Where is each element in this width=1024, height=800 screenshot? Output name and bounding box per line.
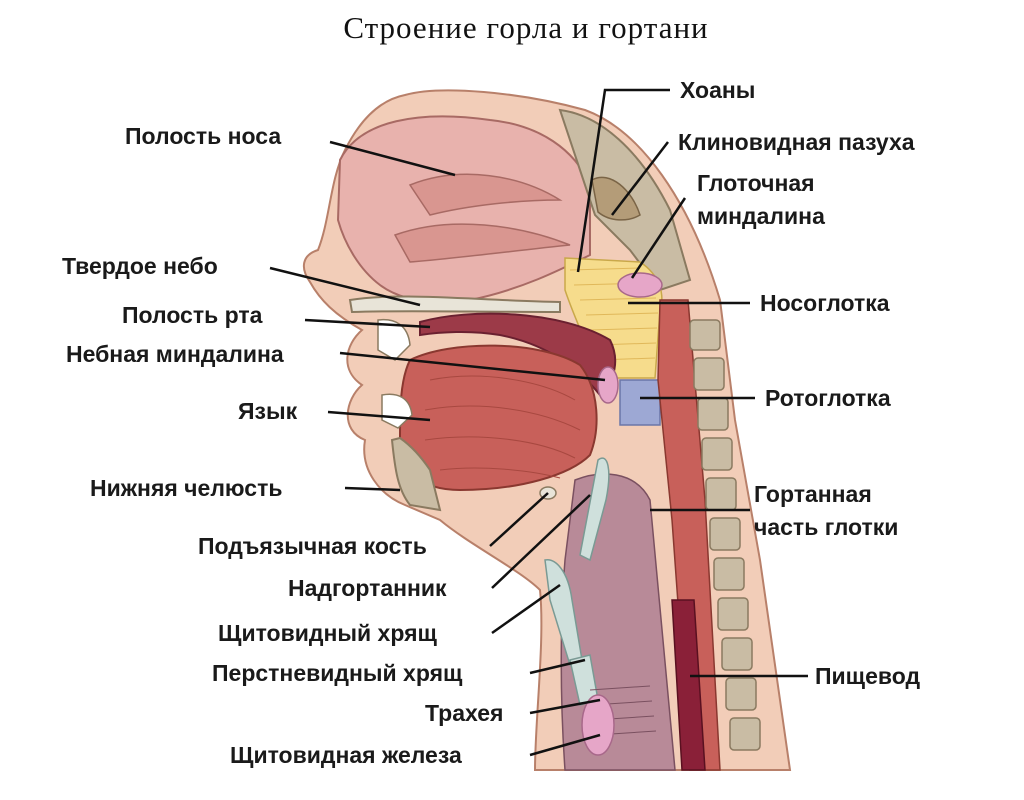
upper-teeth [377,318,411,361]
label-thyroid-cartilage: Щитовидный хрящ [218,620,437,646]
nasal-concha [393,223,571,263]
label-laryngopharynx-line1: Гортанная [754,481,872,507]
pharyngeal-tonsil-shape [617,272,663,298]
palatine-tonsil-shape [597,366,619,404]
nasal-cavity-shape [336,115,591,303]
label-oropharynx: Ротоглотка [765,385,891,411]
spine-vertebrae [689,319,761,751]
label-hard-palate: Твердое небо [62,253,218,279]
label-pharyngeal-tonsil-line2: миндалина [697,203,825,229]
label-pharyngeal-tonsil-line1: Глоточная [697,170,815,196]
label-laryngopharynx-line2: часть глотки [754,514,899,540]
esophagus-shape [671,599,706,771]
thyroid-gland-shape [581,694,615,756]
nasal-concha [408,173,563,216]
label-epiglottis: Надгортанник [288,575,447,601]
leader-lines [269,88,808,757]
label-hyoid-bone: Подъязычная кость [198,533,427,559]
label-trachea: Трахея [425,700,504,726]
oropharynx-zone [619,379,661,426]
mandible-bone [390,436,442,512]
epiglottis-shape [579,457,610,562]
label-choanae: Хоаны [680,77,756,103]
label-nasopharynx: Носоглотка [760,290,890,316]
label-mandible: Нижняя челюсть [90,475,283,501]
label-nasal-cavity: Полость носа [125,123,282,149]
lower-teeth [381,393,413,429]
label-oral-cavity: Полость рта [122,302,263,328]
label-esophagus: Пищевод [815,663,921,689]
label-tongue: Язык [238,398,298,424]
label-cricoid-cartilage: Перстневидный хрящ [212,660,463,686]
label-thyroid-gland: Щитовидная железа [230,742,462,768]
label-sphenoid-sinus: Клиновидная пазуха [678,129,915,155]
tongue-fibers [424,375,581,479]
diagram-title: Строение горла и гортани [343,10,709,45]
label-palatine-tonsil: Небная миндалина [66,341,284,367]
sphenoid-sinus-shape [591,176,641,221]
